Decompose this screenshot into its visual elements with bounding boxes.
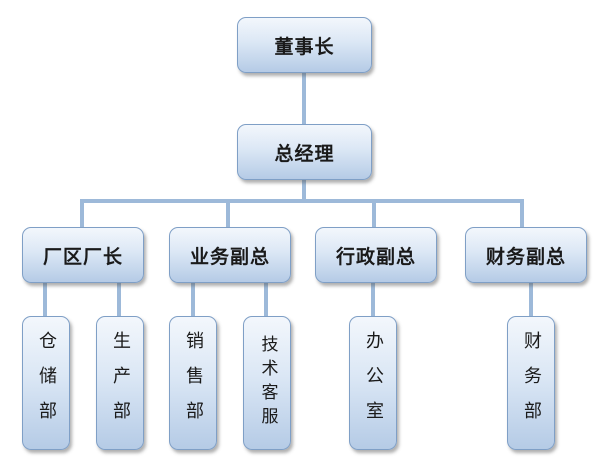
finance-vp-label: 财务副总 [485, 245, 566, 268]
tech-support-label: 技术客服 [257, 335, 278, 431]
office-label: 办公室 [363, 330, 384, 436]
chairman-box: 董事长 [237, 17, 372, 73]
factory-director-box: 厂区厂长 [22, 227, 144, 283]
business-vp-label: 业务副总 [189, 245, 270, 268]
finance-dept-label: 财务部 [521, 330, 542, 436]
factory-director-label: 厂区厂长 [42, 245, 123, 268]
finance-vp-box: 财务副总 [465, 227, 587, 283]
warehouse-dept-box: 仓储部 [22, 316, 70, 450]
office-box: 办公室 [349, 316, 397, 450]
finance-dept-box: 财务部 [507, 316, 555, 450]
production-dept-box: 生产部 [96, 316, 144, 450]
production-dept-label: 生产部 [110, 330, 131, 436]
business-vp-box: 业务副总 [169, 227, 291, 283]
warehouse-dept-label: 仓储部 [36, 330, 57, 436]
tech-support-box: 技术客服 [243, 316, 291, 450]
admin-vp-box: 行政副总 [315, 227, 437, 283]
sales-dept-box: 销售部 [169, 316, 217, 450]
sales-dept-label: 销售部 [183, 330, 204, 436]
admin-vp-label: 行政副总 [335, 245, 416, 268]
general-manager-box: 总经理 [237, 124, 372, 180]
general-manager-label: 总经理 [274, 142, 335, 165]
chairman-label: 董事长 [274, 35, 335, 58]
